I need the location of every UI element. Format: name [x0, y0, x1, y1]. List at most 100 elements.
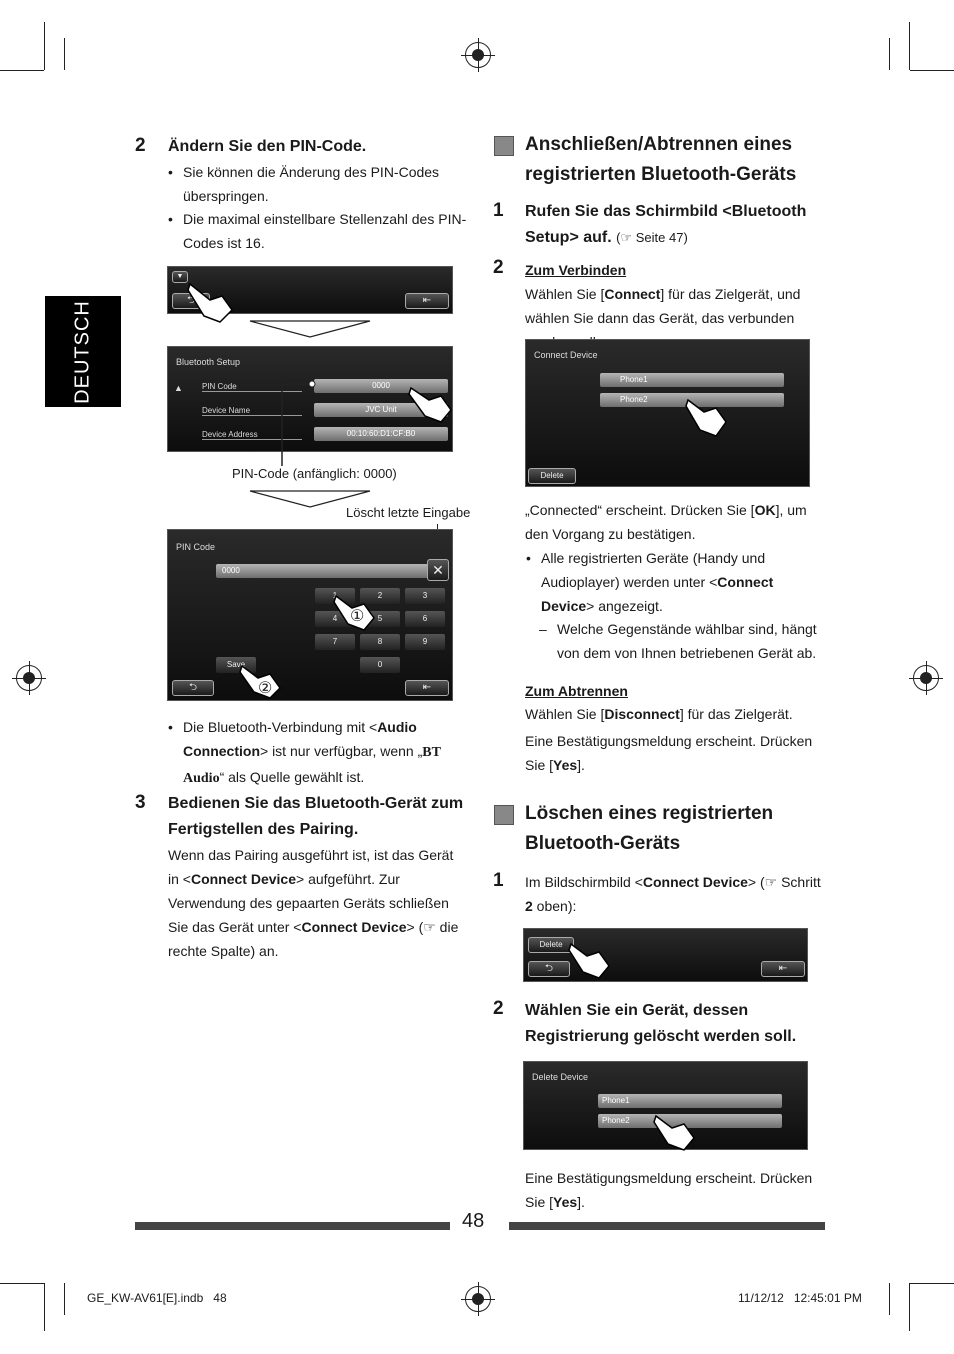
key-8[interactable]: 8 — [360, 634, 400, 650]
callout-line — [281, 380, 316, 466]
bluetooth-setup-screen: Bluetooth Setup ▲ PIN Code 0000 Device N… — [167, 346, 453, 452]
step-number: 1 — [493, 870, 504, 891]
dash-item: Welche Gegenstände wählbar sind, hängt v… — [539, 617, 827, 665]
flow-arrow-icon — [249, 320, 371, 338]
key-3[interactable]: 3 — [405, 588, 445, 604]
footer-file: GE_KW-AV61[E].indb 48 — [87, 1291, 227, 1305]
pin-code-screen: PIN Code 0000 ✕ 1 2 3 4 5 6 7 8 9 0 Save… — [167, 529, 453, 701]
step-number: 3 — [135, 792, 146, 813]
step-number: 2 — [493, 998, 504, 1019]
key-7[interactable]: 7 — [315, 634, 355, 650]
registration-mark-icon — [909, 661, 943, 695]
crop-mark — [44, 1283, 45, 1331]
hand-pointer-icon — [685, 398, 727, 437]
section-title: Löschen eines registrierten Bluetooth-Ge… — [525, 803, 774, 854]
crop-mark — [889, 1283, 890, 1315]
back-button[interactable]: ⮌ — [172, 680, 214, 696]
key-6[interactable]: 6 — [405, 611, 445, 627]
callout-label: PIN-Code (anfänglich: 0000) — [232, 466, 397, 481]
row-label: Device Address — [202, 430, 302, 440]
step-number: 2 — [135, 135, 146, 156]
body-text: Eine Bestätigungsmeldung erscheint. Drüc… — [525, 733, 813, 773]
arrow-down-icon[interactable]: ▼ — [172, 271, 188, 283]
subheading: Zum Abtrennen — [525, 683, 628, 699]
device-name-field[interactable]: JVC Unit — [314, 403, 448, 417]
key-0[interactable]: 0 — [360, 657, 400, 673]
screen-title: Delete Device — [532, 1072, 589, 1082]
language-tab: DEUTSCH — [45, 296, 121, 407]
key-2[interactable]: 2 — [360, 588, 400, 604]
device-address-field: 00:10:60:D1:CF:B0 — [314, 427, 448, 441]
step-text: Wenn das Pairing ausgeführt ist, ist das… — [168, 847, 459, 959]
callout-label: Löscht letzte Eingabe — [346, 505, 471, 520]
section-marker-icon — [494, 136, 514, 156]
exit-button[interactable]: ⇤ — [405, 293, 449, 309]
exit-button[interactable]: ⇤ — [761, 961, 805, 977]
section-title: Anschließen/Abtrennen eines registrierte… — [525, 134, 797, 185]
bullet-item: Sie können die Änderung des PIN-Codes üb… — [168, 160, 468, 208]
device-list-item[interactable]: Phone1 — [598, 1094, 782, 1108]
bullet-item: Alle registrierten Geräte (Handy und Aud… — [526, 546, 826, 618]
screen-title: PIN Code — [176, 542, 216, 552]
language-tab-label: DEUTSCH — [71, 299, 94, 404]
body-text: Eine Bestätigungsmeldung erscheint. Drüc… — [525, 1170, 813, 1210]
device-screen-toolbar: Delete ⮌ ⇤ — [523, 928, 808, 982]
registration-mark-icon — [461, 38, 495, 72]
footer-date: 11/12/12 12:45:01 PM — [738, 1291, 862, 1305]
crop-mark — [910, 1283, 954, 1284]
footer-bar — [509, 1222, 825, 1230]
device-list-item[interactable]: Phone2 — [598, 1114, 782, 1128]
hand-pointer-icon — [408, 386, 452, 423]
screen-title: Connect Device — [534, 350, 598, 360]
row-label: Device Name — [202, 406, 302, 416]
step-number: 2 — [493, 257, 504, 278]
hand-pointer-icon — [239, 664, 281, 699]
step-text: Im Bildschirmbild <Connect Device> (☞ Sc… — [525, 874, 821, 914]
delete-button[interactable]: Delete — [528, 468, 576, 484]
hand-pointer-icon — [333, 594, 375, 631]
hand-pointer-icon — [653, 1114, 695, 1151]
step-title: Wählen Sie ein Gerät, dessen Registrieru… — [525, 1002, 797, 1045]
registration-mark-icon — [12, 661, 46, 695]
back-button[interactable]: ⮌ — [528, 961, 570, 977]
device-list-item[interactable]: Phone2 — [600, 393, 784, 407]
footer-bar — [135, 1222, 450, 1230]
arrow-up-icon[interactable]: ▲ — [174, 383, 183, 393]
crop-mark — [0, 1283, 44, 1284]
crop-mark — [44, 22, 45, 70]
section-marker-icon — [494, 805, 514, 825]
body-text: „Connected“ erscheint. Drücken Sie [OK],… — [525, 502, 807, 542]
row-label: PIN Code — [202, 382, 302, 392]
step-title: Ändern Sie den PIN-Code. — [168, 138, 367, 155]
subheading: Zum Verbinden — [525, 262, 627, 278]
key-1[interactable]: 1 — [315, 588, 355, 604]
step-number: 1 — [493, 200, 504, 221]
bullet-item: Die maximal einstellbare Stellenzahl des… — [168, 207, 468, 255]
backspace-button[interactable]: ✕ — [427, 559, 449, 581]
flow-arrow-icon — [249, 490, 371, 508]
hand-pointer-icon — [568, 942, 610, 979]
page-number: 48 — [462, 1210, 485, 1232]
step-title: Rufen Sie das Schirmbild <Bluetooth Setu… — [525, 203, 807, 246]
crop-mark — [889, 38, 890, 70]
delete-device-screen: Delete Device Phone1 Phone2 — [523, 1061, 808, 1150]
exit-button[interactable]: ⇤ — [405, 680, 449, 696]
connect-device-screen: Connect Device Phone1 Phone2 Delete — [525, 339, 810, 487]
pin-input[interactable]: 0000 — [216, 564, 428, 578]
key-9[interactable]: 9 — [405, 634, 445, 650]
bullet-item: Die Bluetooth-Verbindung mit <Audio Conn… — [168, 715, 468, 791]
registration-mark-icon — [461, 1282, 495, 1316]
crop-mark — [64, 38, 65, 70]
crop-mark — [909, 1283, 910, 1331]
step-title: Bedienen Sie das Bluetooth-Gerät zum Fer… — [168, 795, 464, 838]
crop-mark — [910, 70, 954, 71]
crop-mark — [909, 22, 910, 70]
crop-mark — [64, 1283, 65, 1315]
screen-title: Bluetooth Setup — [176, 357, 241, 367]
crop-mark — [0, 70, 44, 71]
device-list-item[interactable]: Phone1 — [600, 373, 784, 387]
step-marker: ① — [350, 608, 365, 625]
hand-pointer-icon — [187, 282, 233, 323]
step-marker: ② — [258, 680, 273, 697]
body-text: Wählen Sie [Disconnect] für das Zielgerä… — [525, 706, 793, 722]
